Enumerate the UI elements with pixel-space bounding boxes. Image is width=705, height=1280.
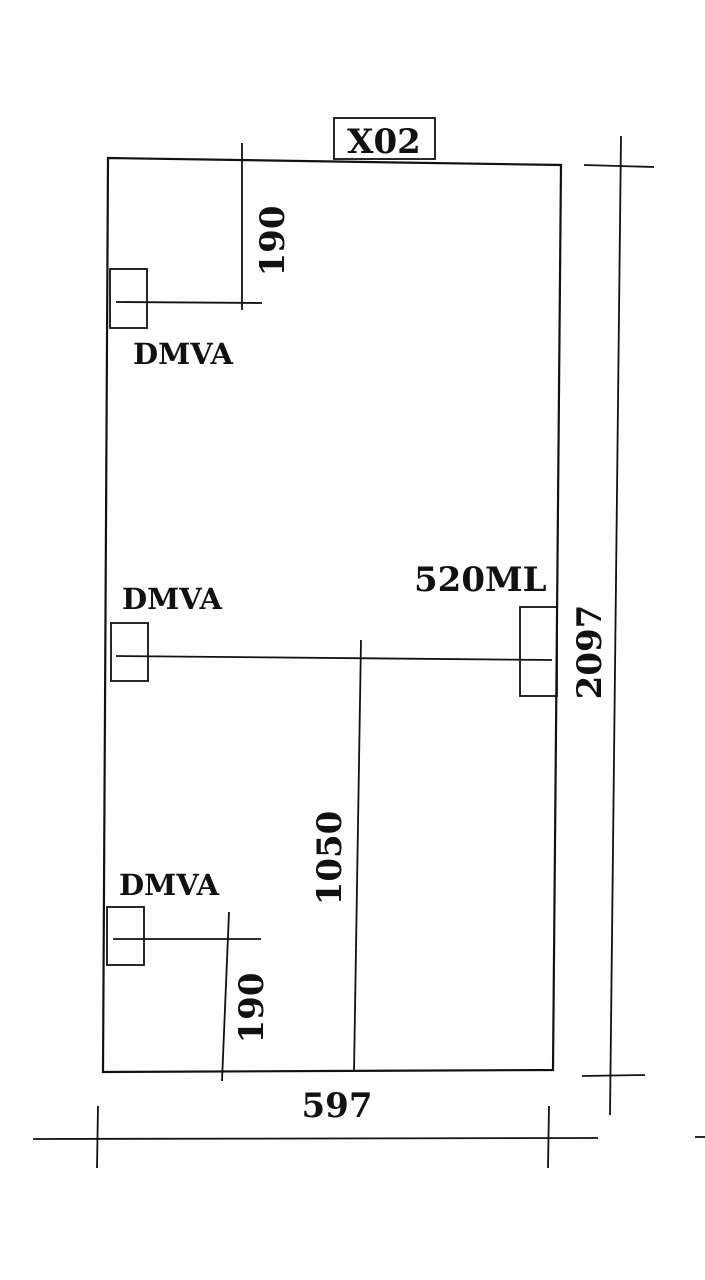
width-dim-tick-left <box>96 1105 99 1169</box>
hinge-bottom-dim: 190 <box>232 973 272 1044</box>
height-dim: 2097 <box>570 605 610 700</box>
hinge-top-label: DMVA <box>133 337 233 371</box>
hinge-top-centerline <box>115 301 263 304</box>
hinge-top-dim: 190 <box>253 206 293 277</box>
hinge-bottom <box>106 906 145 966</box>
height-dim-tick-bottom <box>581 1074 646 1077</box>
height-dim-line <box>609 135 622 1116</box>
hinge-top <box>109 268 148 329</box>
panel-code: X02 <box>347 122 421 162</box>
width-dim: 597 <box>302 1086 373 1126</box>
hinge-bottom-label: DMVA <box>119 868 219 902</box>
hinge-middle-label: DMVA <box>122 582 222 616</box>
fitting-dim-line <box>353 639 362 1073</box>
width-dim-tick-right <box>547 1105 550 1169</box>
height-dim-tick-top <box>583 164 655 168</box>
fitting-box <box>519 606 558 697</box>
panel-outline <box>101 156 563 1074</box>
hinge-bottom-dim-line <box>221 911 230 1082</box>
middle-centerline <box>115 655 553 661</box>
width-dim-line <box>32 1137 599 1140</box>
fitting-label: 520ML <box>414 560 547 600</box>
panel-code-box <box>333 117 436 160</box>
hinge-middle <box>110 622 149 682</box>
fitting-dim: 1050 <box>310 811 350 906</box>
